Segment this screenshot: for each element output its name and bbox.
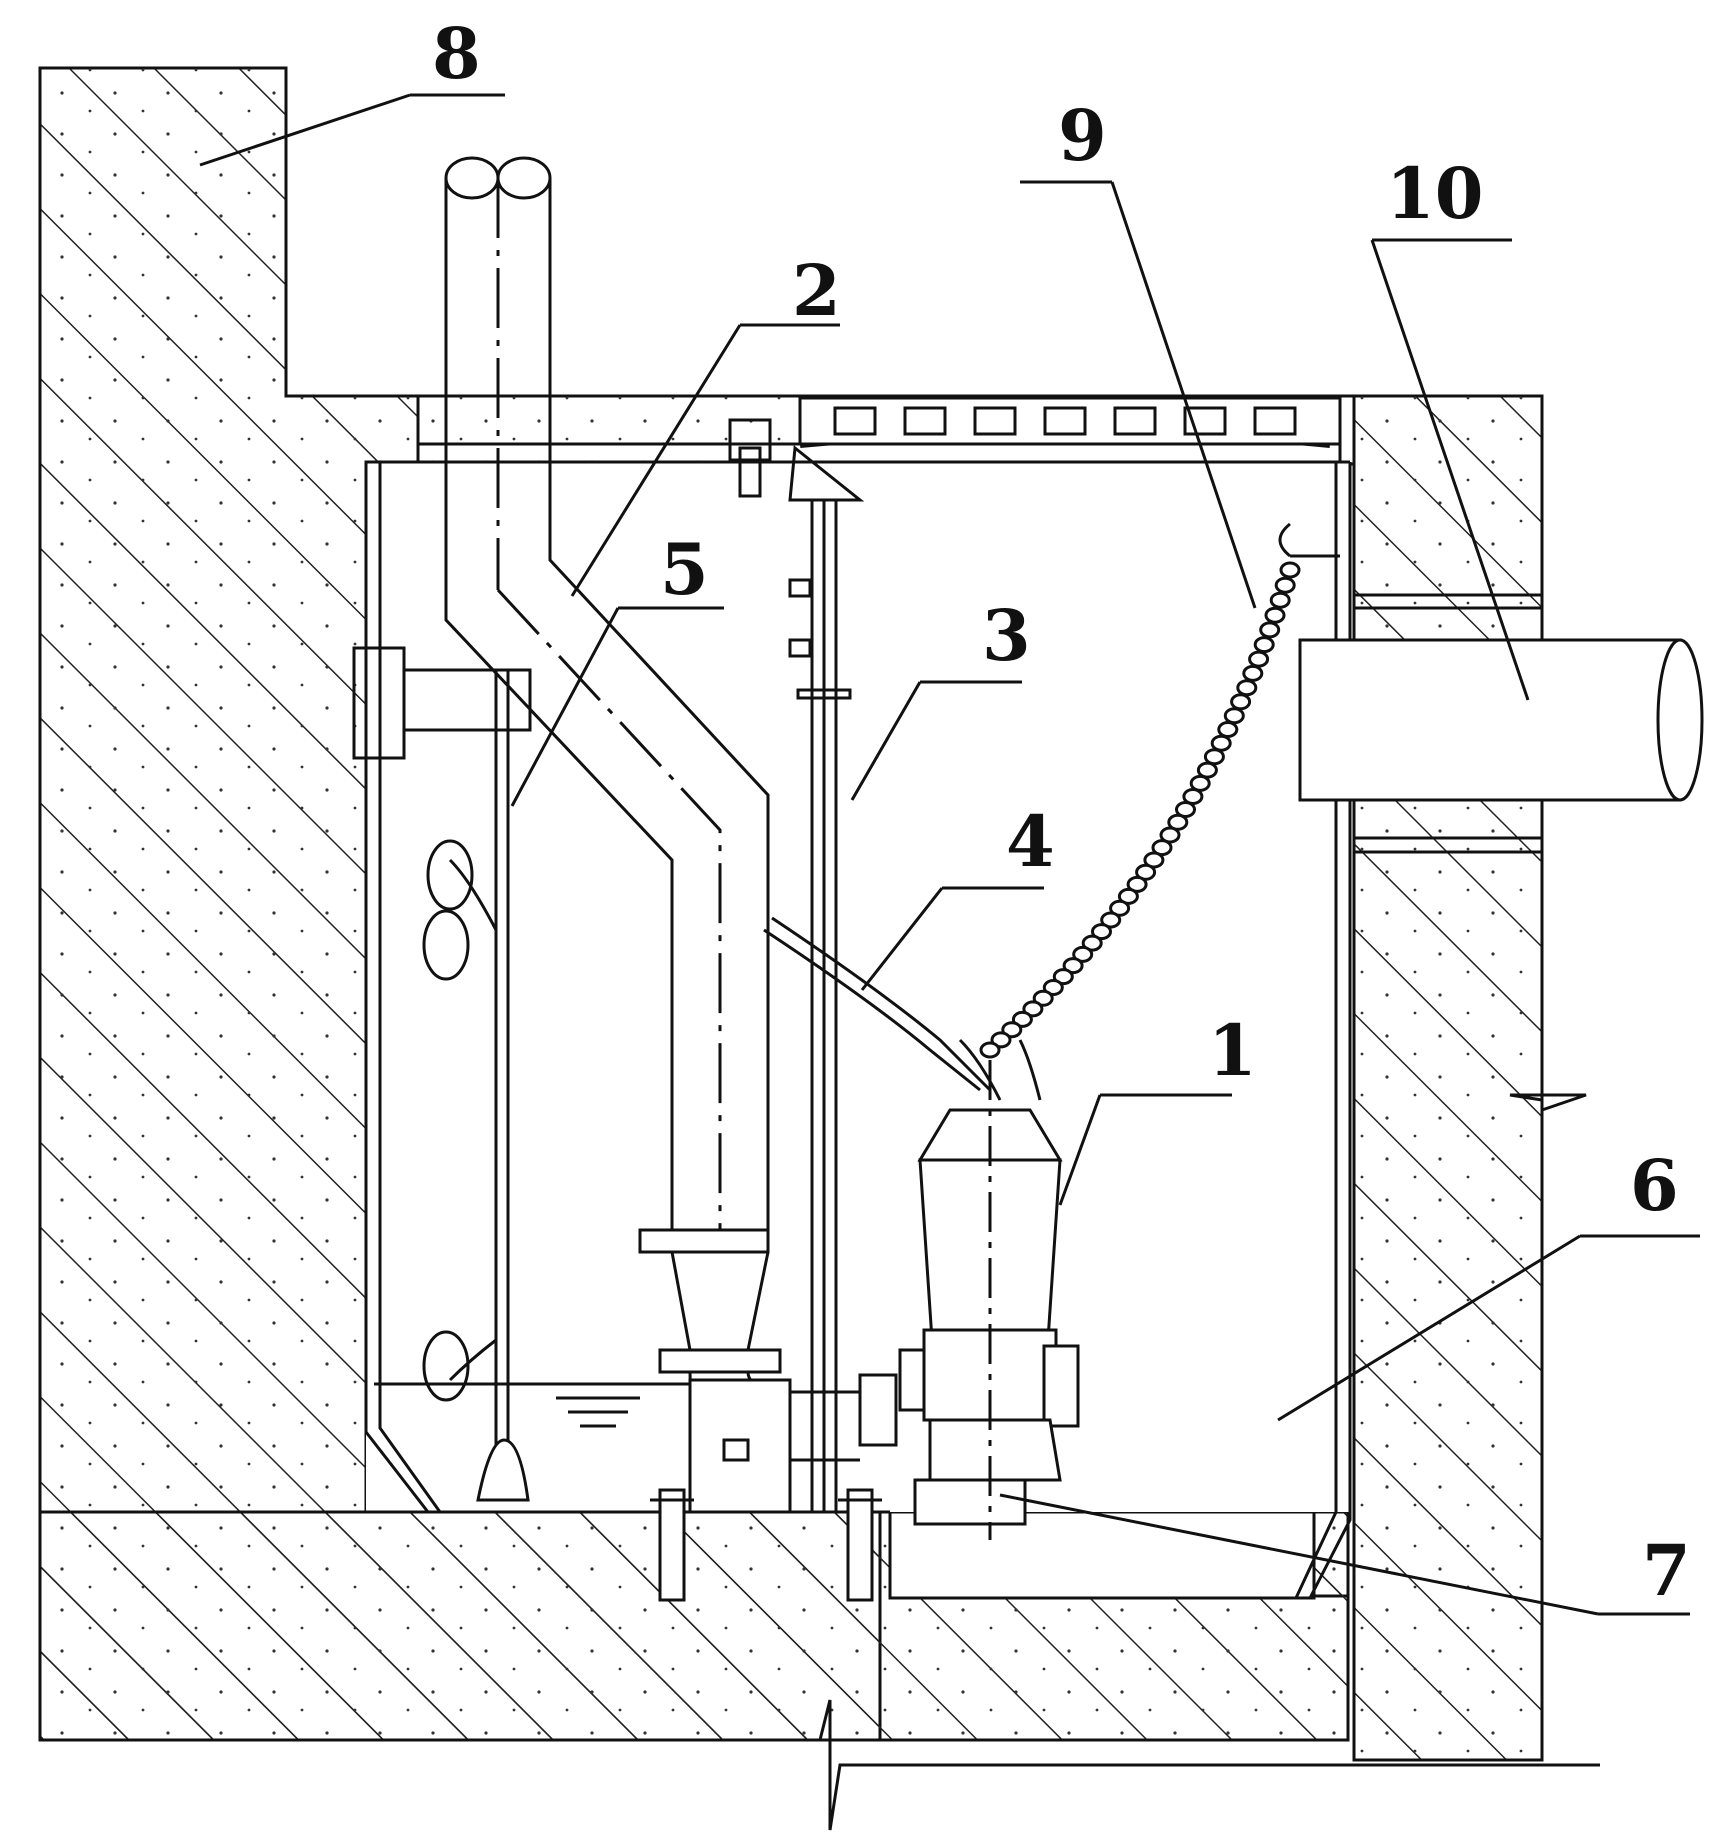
chain-link [1264,606,1286,624]
power-cable [763,916,1042,1101]
concrete-structure [38,66,1544,1762]
leader-5 [510,606,724,807]
callout-3: 3 [982,594,1031,677]
leader-1 [1058,1093,1232,1206]
chain-link [1091,923,1112,941]
float-rod [352,646,690,1502]
discharge-pipe [444,156,860,1514]
chain-link [1259,621,1281,639]
chain-link [1022,1000,1044,1018]
callout-7: 7 [1642,1529,1691,1612]
chain-link [1217,721,1239,738]
chain-link [1126,875,1148,893]
callouts: 1 2 3 4 5 6 7 8 9 10 [432,12,1691,1612]
callout-5: 5 [660,528,709,611]
pit-liner [364,460,1352,1599]
callout-6: 6 [1630,1144,1679,1227]
leader-4 [860,886,1044,991]
chain-link [1135,863,1157,881]
chain-link [1159,826,1181,844]
callout-10: 10 [1386,152,1483,235]
manhole-cover [728,396,1342,498]
leader-10 [1370,238,1530,701]
leader-6 [1277,1234,1700,1422]
callout-4: 4 [1006,800,1055,883]
leader-lines [199,93,1700,1616]
chain-link [1072,945,1094,963]
leader-2 [570,323,840,597]
water-level-symbol [556,1396,640,1428]
chain-link [1210,734,1232,752]
chain-link [1042,979,1064,996]
chain-link [1242,664,1264,682]
chain-link [1052,968,1074,986]
submersible-pump [858,1060,1080,1540]
guide-rail [788,445,865,1512]
callout-8: 8 [432,12,481,95]
chain-link [1100,911,1122,929]
chain-link [979,1041,1001,1059]
callout-2: 2 [792,249,841,332]
outlet-pipe [1298,593,1704,854]
chain-link [1279,561,1301,579]
leader-8 [199,93,505,167]
chain-link [1253,636,1275,654]
chain-link [1203,748,1225,766]
chain-link [1109,899,1131,917]
leader-9 [1020,180,1257,609]
pit-interior [366,462,1350,1512]
sump-recess [888,1510,1316,1600]
chain-link [1117,887,1139,905]
chain-link [1236,679,1258,697]
chain-link [1269,591,1291,609]
leader-7 [999,1493,1690,1616]
anchor-bolts [650,1488,882,1602]
leader-3 [850,680,1022,801]
chain-hook [1278,522,1340,558]
chain-link [1143,851,1165,869]
callout-9: 9 [1058,94,1107,177]
chain-link [1081,934,1103,952]
lifting-chain [979,561,1301,1059]
chain-link [1196,761,1218,779]
chain-link [1274,576,1296,594]
chain-link [1175,801,1196,818]
chain-link [1223,707,1245,725]
chain-link [1062,957,1084,975]
chain-link [1248,650,1270,668]
callout-1: 1 [1208,1009,1257,1092]
chain-link [1230,693,1252,711]
